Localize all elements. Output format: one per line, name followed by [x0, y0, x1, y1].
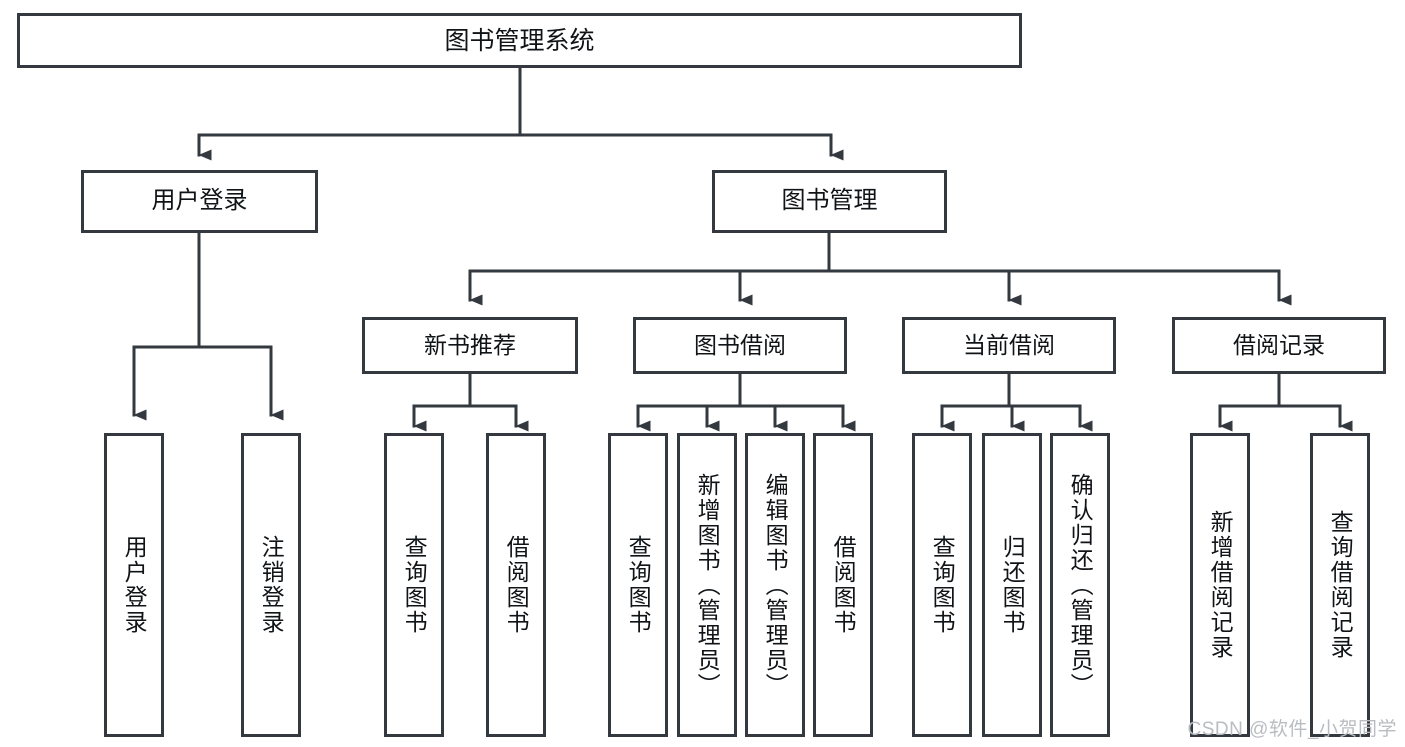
node-label: 图书管理: [781, 187, 878, 215]
node-new-book-recommendation[interactable]: 新书推荐: [362, 317, 578, 374]
leaf-borrow-book[interactable]: 借阅图书: [813, 433, 873, 737]
node-label: 编辑图书（管理员）: [762, 472, 789, 698]
leaf-user-login[interactable]: 用户登录: [104, 433, 164, 737]
node-label: 图书管理系统: [444, 26, 595, 55]
node-label: 查询借阅记录: [1327, 510, 1354, 660]
leaf-borrow-book-new[interactable]: 借阅图书: [486, 433, 546, 737]
node-book-management[interactable]: 图书管理: [712, 170, 947, 233]
node-label: 查询图书: [929, 535, 956, 635]
node-label: 用户登录: [151, 187, 248, 215]
node-label: 新增图书（管理员）: [694, 472, 721, 698]
leaf-return-book[interactable]: 归还图书: [982, 433, 1042, 737]
node-label: 查询图书: [401, 535, 428, 635]
leaf-add-borrow-record[interactable]: 新增借阅记录: [1190, 433, 1250, 737]
node-label: 新增借阅记录: [1207, 510, 1234, 660]
node-label: 用户登录: [121, 535, 148, 635]
node-user-login[interactable]: 用户登录: [81, 170, 318, 233]
leaf-logout[interactable]: 注销登录: [241, 433, 301, 737]
leaf-confirm-return-admin[interactable]: 确认归还（管理员）: [1050, 433, 1110, 737]
node-label: 借阅图书: [830, 535, 857, 635]
node-label: 借阅图书: [503, 535, 530, 635]
node-label: 注销登录: [258, 535, 285, 635]
node-label: 图书借阅: [694, 331, 786, 358]
leaf-query-book-new[interactable]: 查询图书: [384, 433, 444, 737]
node-label: 归还图书: [999, 535, 1026, 635]
leaf-edit-book-admin[interactable]: 编辑图书（管理员）: [745, 433, 805, 737]
node-borrow-records[interactable]: 借阅记录: [1172, 317, 1386, 374]
leaf-query-borrow-record[interactable]: 查询借阅记录: [1310, 433, 1370, 737]
leaf-add-book-admin[interactable]: 新增图书（管理员）: [677, 433, 737, 737]
node-label: 当前借阅: [963, 331, 1055, 358]
node-book-borrow[interactable]: 图书借阅: [633, 317, 847, 374]
node-root-system[interactable]: 图书管理系统: [17, 13, 1022, 68]
leaf-query-book-borrow[interactable]: 查询图书: [608, 433, 668, 737]
node-label: 查询图书: [625, 535, 652, 635]
node-label: 确认归还（管理员）: [1067, 472, 1094, 698]
node-label: 借阅记录: [1233, 331, 1325, 358]
node-label: 新书推荐: [424, 331, 516, 358]
csdn-watermark: CSDN @软件_小贺同学: [1187, 719, 1397, 740]
leaf-query-book-current[interactable]: 查询图书: [912, 433, 972, 737]
node-current-borrow[interactable]: 当前借阅: [902, 317, 1116, 374]
